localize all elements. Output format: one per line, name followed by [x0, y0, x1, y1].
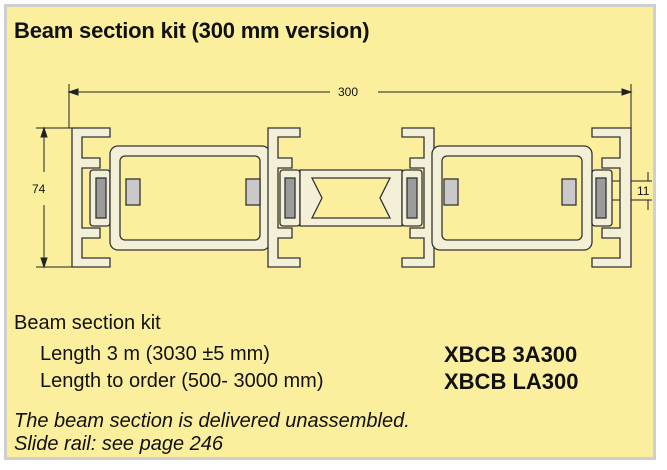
center-left-profile: [267, 127, 301, 268]
delivery-note: The beam section is delivered unassemble…: [14, 410, 410, 432]
left-carriage: [109, 145, 271, 251]
left-rail-profile: [71, 127, 111, 268]
slide-rail-reference: Slide rail: see page 246: [14, 433, 224, 455]
center-slide-rail: [299, 169, 403, 227]
kit-item-label: Length to order (500- 3000 mm): [40, 370, 324, 392]
width-dimension: [67, 84, 633, 128]
page-title: Beam section kit (300 mm version): [14, 18, 370, 43]
kit-item-code: XBCB LA300: [444, 369, 579, 394]
right-rail-profile: [591, 127, 632, 268]
height-dimension: [36, 126, 72, 269]
height-dimension-label: 74: [32, 182, 46, 196]
width-dimension-label: 300: [338, 85, 358, 99]
kit-item-label: Length 3 m (3030 ±5 mm): [40, 343, 270, 365]
right-carriage: [431, 145, 593, 251]
kit-item-code: XBCB 3A300: [444, 342, 578, 367]
center-right-profile: [401, 127, 435, 268]
kit-heading: Beam section kit: [14, 312, 161, 334]
slot-dimension-label: 11: [637, 184, 650, 198]
